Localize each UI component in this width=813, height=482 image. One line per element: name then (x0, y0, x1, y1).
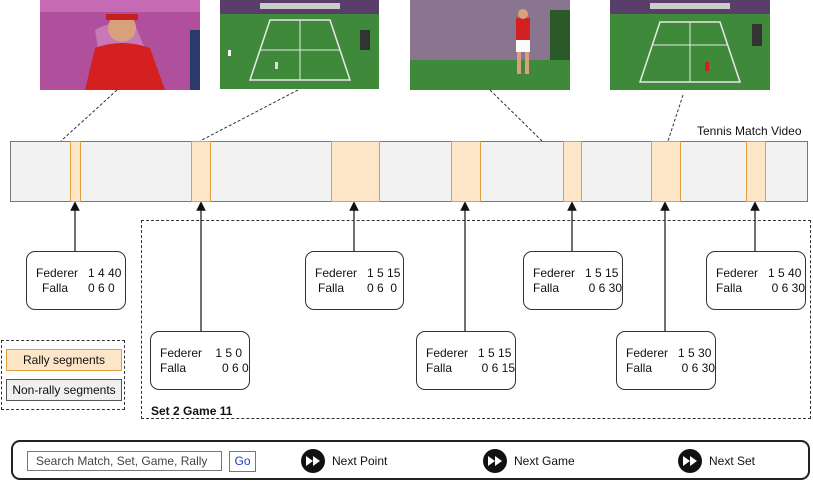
player-score: 0 6 0 (88, 280, 115, 295)
player-score: 0 6 30 (674, 360, 715, 375)
next-point-button[interactable]: Next Point (301, 449, 387, 473)
player-score: 1 5 15 (367, 265, 401, 280)
score-box-4[interactable]: Federer 1 5 15 Falla 0 6 15 (416, 331, 516, 390)
thumb-connector-3 (489, 89, 543, 142)
rally-segment-4[interactable] (451, 141, 481, 202)
rally-segment-1[interactable] (70, 141, 81, 202)
player-score: 0 6 15 (474, 360, 515, 375)
player-name: Federer (160, 345, 203, 360)
player-score: 1 5 15 (585, 265, 619, 280)
legend-nonrally-segments: Non-rally segments (6, 379, 122, 401)
court-wide-image-2 (610, 0, 770, 90)
player-name: Falla (42, 280, 69, 295)
player-score: 1 5 40 (768, 265, 802, 280)
rally-segment-6[interactable] (651, 141, 681, 202)
score-box-2[interactable]: Federer 1 5 0 Falla 0 6 0 (150, 331, 250, 390)
next-set-button[interactable]: Next Set (678, 449, 755, 473)
court-wide-image-1 (220, 0, 379, 89)
fast-forward-icon (301, 449, 325, 473)
video-timeline[interactable] (10, 141, 808, 202)
thumbnail-court-wide-1 (220, 0, 379, 89)
thumbnail-player-closeup (40, 0, 200, 90)
player-name: Federer (533, 265, 576, 280)
player-name: Falla (533, 280, 560, 295)
player-score: 0 6 30 (581, 280, 622, 295)
thumb-connector-1 (60, 89, 118, 142)
player-name: Federer (315, 265, 358, 280)
fast-forward-icon (678, 449, 702, 473)
video-label: Tennis Match Video (697, 124, 802, 138)
player-name: Federer (626, 345, 669, 360)
game-label: Set 2 Game 11 (151, 404, 233, 418)
player-serving-image (410, 0, 570, 90)
search-input[interactable] (27, 451, 222, 471)
player-score: 1 4 40 (88, 265, 122, 280)
score-box-6[interactable]: Federer 1 5 30 Falla 0 6 30 (616, 331, 716, 390)
player-name: Falla (318, 280, 345, 295)
fast-forward-icon (483, 449, 507, 473)
player-closeup-image (40, 0, 200, 90)
score-box-3[interactable]: Federer 1 5 15 Falla 0 6 0 (305, 251, 404, 310)
thumbnail-player-serving (410, 0, 570, 90)
player-name: Federer (36, 265, 79, 280)
next-game-button[interactable]: Next Game (483, 449, 575, 473)
thumbnail-court-wide-2 (610, 0, 770, 90)
legend: Rally segments Non-rally segments (1, 340, 125, 410)
go-button[interactable]: Go (229, 451, 256, 472)
rally-segment-7[interactable] (746, 141, 766, 202)
next-set-label: Next Set (709, 454, 756, 468)
player-name: Falla (426, 360, 453, 375)
player-name: Falla (716, 280, 743, 295)
player-name: Federer (426, 345, 469, 360)
game-region (141, 220, 811, 419)
player-name: Falla (626, 360, 653, 375)
player-score: 0 6 0 (367, 280, 398, 295)
controls-bar: Go Next Point Next Game Next Set (11, 440, 810, 480)
next-point-label: Next Point (332, 454, 388, 468)
next-game-label: Next Game (514, 454, 575, 468)
rally-segment-3[interactable] (331, 141, 380, 202)
player-score: 1 5 0 (212, 345, 243, 360)
score-box-7[interactable]: Federer 1 5 40 Falla 0 6 30 (706, 251, 806, 310)
score-box-5[interactable]: Federer 1 5 15 Falla 0 6 30 (523, 251, 623, 310)
player-name: Federer (716, 265, 759, 280)
player-score: 0 6 30 (764, 280, 805, 295)
thumb-connector-2 (199, 89, 299, 142)
player-score: 0 6 0 (212, 360, 249, 375)
player-score: 1 5 30 (678, 345, 712, 360)
player-name: Falla (160, 360, 187, 375)
rally-segment-5[interactable] (563, 141, 582, 202)
rally-segment-2[interactable] (191, 141, 211, 202)
legend-rally-segments: Rally segments (6, 349, 122, 371)
score-box-1[interactable]: Federer 1 4 40 Falla 0 6 0 (26, 251, 126, 310)
player-score: 1 5 15 (478, 345, 512, 360)
thumb-connector-4 (667, 94, 684, 142)
